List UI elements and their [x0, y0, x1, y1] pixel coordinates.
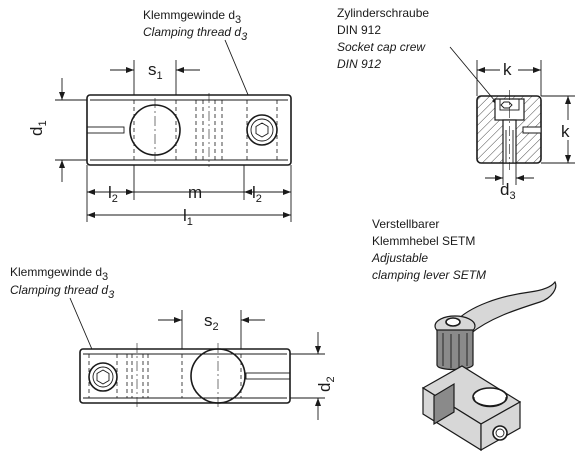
lever-label-en-1: Adjustable: [371, 251, 428, 265]
screw-label-de-1: Zylinderschraube: [337, 6, 429, 20]
screw-label-en-2: DIN 912: [337, 57, 381, 71]
bottom-view: Klemmgewinde d3 Clamping thread d3 s2: [10, 265, 337, 420]
lever-label-de-2: Klemmhebel SETM: [372, 234, 475, 248]
dim-m-label: m: [188, 183, 202, 202]
dim-l2-left-label: l2: [108, 183, 118, 205]
lever-view: Verstellbarer Klemmhebel SETM Adjustable…: [371, 217, 557, 452]
dim-l1-label: l1: [183, 206, 193, 228]
top-thread-label-en: Clamping thread d3: [143, 25, 248, 43]
dim-d1-label: d1: [27, 120, 49, 136]
bottom-slot: [245, 372, 291, 380]
bottom-block-outline: [79, 348, 291, 404]
clamp-block-3d-icon: [421, 365, 522, 452]
top-thread-label-de: Klemmgewinde d3: [143, 8, 241, 26]
dim-d2-label: d2: [315, 376, 337, 392]
lever-label-de-1: Verstellbarer: [372, 217, 439, 231]
dim-l2-right-label: l2: [252, 183, 262, 205]
dim-k-top-label: k: [503, 60, 512, 79]
lever-label-en-2: clamping lever SETM: [372, 268, 486, 282]
dim-s2-label: s2: [204, 311, 219, 333]
dim-k-side-label: k: [561, 122, 570, 141]
dim-s1-label: s1: [148, 60, 163, 82]
bottom-thread-label-en: Clamping thread d3: [10, 283, 115, 301]
screw-label-en-1: Socket cap crew: [337, 40, 426, 54]
bottom-thread-label-de: Klemmgewinde d3: [10, 265, 108, 283]
bottom-hex-socket-icon: [96, 369, 110, 385]
clamping-lever-icon: [434, 280, 557, 371]
side-view: Zylinderschraube DIN 912 Socket cap crew…: [337, 6, 576, 202]
dim-d3-label: d3: [500, 180, 516, 202]
top-block-outline: [86, 94, 292, 166]
top-view: Klemmgewinde d3 Clamping thread d3 s1: [27, 8, 292, 228]
screw-label-de-2: DIN 912: [337, 23, 381, 37]
top-slot: [86, 126, 125, 134]
top-hex-socket-icon: [255, 122, 269, 138]
